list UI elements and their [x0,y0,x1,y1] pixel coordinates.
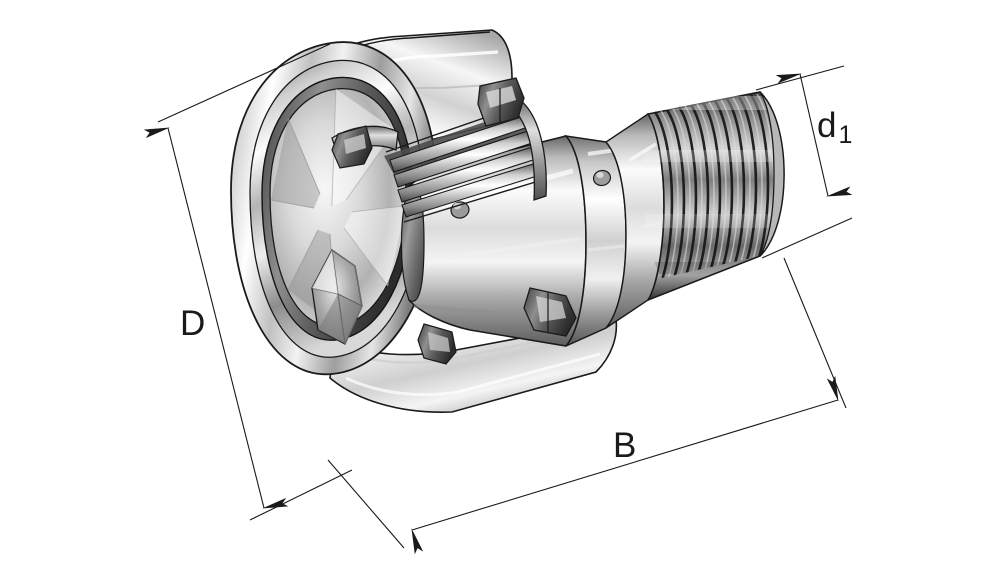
cage-tab-bottom-left [417,323,457,365]
dimension-d1 [755,65,853,259]
dimension-d1-extension-bottom [761,217,853,259]
snap-ring-top [477,77,525,127]
dimension-D-extension-top [157,43,331,123]
dimension-d1-line [775,73,853,197]
dimension-D [143,43,353,521]
dimension-D-extension-bottom [249,469,353,521]
snap-ring-bottom [523,287,577,337]
dimension-label-d1: d1 [817,108,852,148]
cage-tab-left [331,125,373,169]
dimension-B-extension-left [327,459,405,549]
dimension-label-D: D [180,304,206,343]
hex-socket [311,249,363,345]
dimension-label-B: B [613,426,637,465]
dimension-d1-extension-top [755,65,845,91]
dimension-label-d1-subscript: 1 [838,121,853,150]
dimension-D-line [143,127,289,509]
dimension-B [327,257,847,555]
dimension-B-line [411,375,839,555]
dimension-label-d1-base: d [817,106,837,145]
outer-ring-face [269,88,407,327]
dimension-B-extension-right [783,257,847,409]
